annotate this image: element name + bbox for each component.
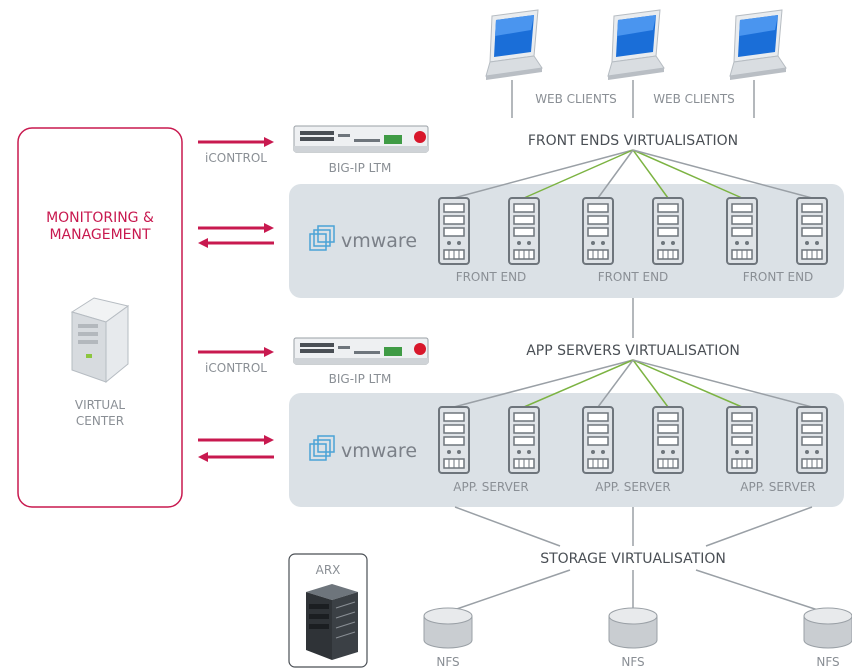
laptop-icon: [485, 9, 543, 81]
client-connectors: [511, 80, 755, 118]
server-icon: [438, 197, 470, 265]
front-end-label-3: FRONT END: [743, 270, 814, 284]
vmware-panel-app-server: [289, 393, 844, 507]
laptop-icon: [607, 9, 665, 81]
vmware-link-arrows-1: [198, 223, 274, 248]
server-icon: [438, 406, 470, 474]
server-icon: [508, 406, 540, 474]
vmware-logo-1: vmware: [341, 230, 417, 252]
icontrol-label-2: iCONTROL: [205, 361, 267, 375]
vmware-logo-2: vmware: [341, 440, 417, 462]
storage-cylinder-icon: [608, 607, 658, 649]
load-balancer-icon: [293, 337, 429, 365]
nfs-label-2: NFS: [621, 655, 644, 669]
management-title: MANAGEMENT: [49, 227, 151, 243]
front-end-label-1: FRONT END: [456, 270, 527, 284]
bigip-label-1: BIG-IP LTM: [329, 161, 392, 175]
icontrol-arrow-1: [198, 137, 274, 147]
server-icon: [582, 406, 614, 474]
app-server-label-3: APP. SERVER: [740, 480, 815, 494]
server-icon: [796, 406, 828, 474]
load-balancer-icon: [293, 125, 429, 153]
nfs-label-1: NFS: [436, 655, 459, 669]
bigip-label-2: BIG-IP LTM: [329, 372, 392, 386]
storage-connectors: [447, 506, 825, 613]
app-server-label-2: APP. SERVER: [595, 480, 670, 494]
storage-virtualisation-label: STORAGE VIRTUALISATION: [540, 551, 726, 567]
app-server-label-1: APP. SERVER: [453, 480, 528, 494]
front-ends-virtualisation-label: FRONT ENDS VIRTUALISATION: [528, 133, 738, 149]
icontrol-arrow-2: [198, 347, 274, 357]
monitoring-title: MONITORING &: [46, 210, 154, 226]
nfs-label-3: NFS: [816, 655, 839, 669]
tower-server-icon: [70, 297, 130, 384]
storage-cylinder-icon: [423, 607, 473, 649]
server-icon: [726, 406, 758, 474]
app-server-fan-lines: [453, 359, 813, 408]
laptop-icon: [729, 9, 787, 81]
icontrol-label-1: iCONTROL: [205, 151, 267, 165]
web-clients-label-2: WEB CLIENTS: [653, 92, 735, 106]
app-servers-virtualisation-label: APP SERVERS VIRTUALISATION: [526, 343, 740, 359]
web-clients-label-1: WEB CLIENTS: [535, 92, 617, 106]
server-icon: [726, 197, 758, 265]
vmware-panel-front-end: [289, 184, 844, 298]
arx-appliance-icon: [306, 584, 358, 660]
server-icon: [796, 197, 828, 265]
vmware-link-arrows-2: [198, 435, 274, 462]
server-icon: [652, 197, 684, 265]
arx-label: ARX: [316, 563, 341, 577]
storage-cylinder-icon: [803, 607, 852, 649]
front-end-label-2: FRONT END: [598, 270, 669, 284]
virtual-center-label-1: VIRTUAL: [75, 398, 126, 412]
server-icon: [652, 406, 684, 474]
server-icon: [508, 197, 540, 265]
virtual-center-label-2: CENTER: [76, 414, 124, 428]
front-end-fan-lines: [453, 149, 813, 199]
server-icon: [582, 197, 614, 265]
